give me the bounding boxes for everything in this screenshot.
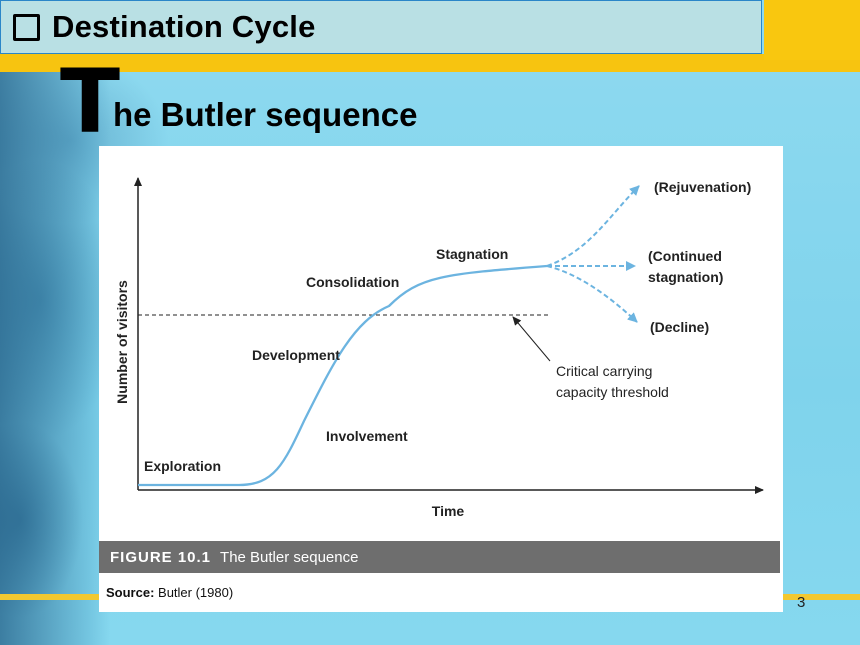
slide-number: 3 [797, 594, 806, 611]
figure-source: Source: Butler (1980) [106, 585, 233, 600]
figure-panel: Number of visitors Time Exploration Invo… [99, 146, 783, 612]
threshold-label-line1: Critical carrying [556, 363, 652, 379]
checkbox-icon [13, 13, 40, 41]
gold-corner [764, 0, 860, 60]
decline-branch [546, 265, 638, 323]
caption-text: The Butler sequence [220, 548, 359, 566]
background-photo-strip [0, 60, 110, 645]
source-text: Butler (1980) [158, 585, 234, 600]
x-axis-label: Time [432, 503, 465, 519]
subtitle-text: he Butler sequence [113, 96, 418, 133]
stage-development: Development [252, 347, 340, 363]
stage-involvement: Involvement [326, 428, 408, 444]
stage-exploration: Exploration [144, 458, 221, 474]
title-bar: Destination Cycle [0, 0, 762, 54]
threshold-label-line2: capacity threshold [556, 384, 669, 400]
gold-band [0, 54, 860, 72]
figure-caption: FIGURE 10.1 The Butler sequence [99, 541, 780, 573]
threshold-pointer [512, 316, 551, 362]
y-axis-label: Number of visitors [114, 280, 130, 404]
caption-figure-number: FIGURE 10.1 [110, 548, 212, 566]
slide-title: Destination Cycle [52, 9, 316, 44]
butler-curve [138, 264, 548, 487]
stage-stagnation: Stagnation [436, 246, 508, 262]
outcome-decline: (Decline) [650, 319, 709, 335]
outcome-continued-line1: (Continued [648, 248, 722, 264]
outcome-rejuvenation: (Rejuvenation) [654, 179, 751, 195]
butler-diagram: Number of visitors Time Exploration Invo… [114, 177, 764, 519]
rejuvenation-branch [546, 185, 640, 267]
source-label: Source: [106, 585, 155, 600]
subtitle-drop-cap: T [60, 50, 121, 153]
stage-consolidation: Consolidation [306, 274, 399, 290]
outcome-continued-line2: stagnation) [648, 269, 723, 285]
